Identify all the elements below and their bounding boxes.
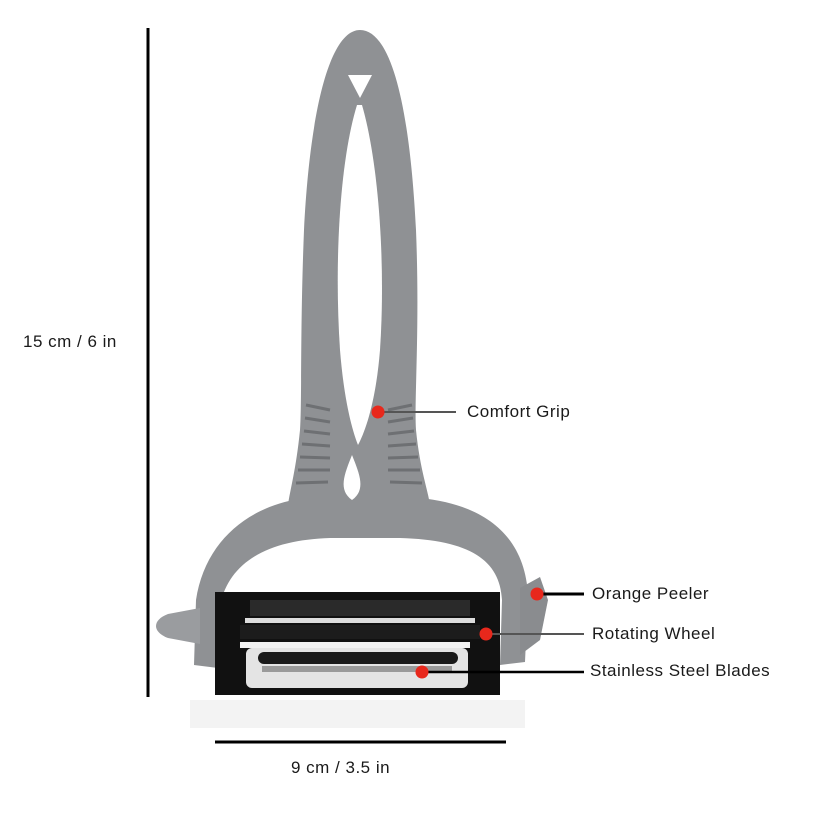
- bracket: [194, 498, 528, 668]
- lower-hole: [343, 455, 361, 500]
- height-label: 15 cm / 6 in: [23, 332, 117, 351]
- reflection: [190, 700, 525, 728]
- orange-peeler-marker: [530, 587, 544, 601]
- comfort-grip-marker: [371, 405, 385, 419]
- orange-peeler-label: Orange Peeler: [592, 584, 710, 603]
- rotating-wheel-bar: [240, 625, 480, 639]
- rotating-wheel-marker: [479, 627, 493, 641]
- comfort-grip-label: Comfort Grip: [467, 402, 571, 421]
- left-nub: [156, 608, 200, 644]
- hanging-hole: [348, 75, 372, 98]
- blades-marker: [415, 665, 429, 679]
- stainless-steel-blades-label: Stainless Steel Blades: [590, 661, 771, 680]
- handle-slot: [337, 105, 382, 445]
- rotating-wheel-label: Rotating Wheel: [592, 624, 716, 643]
- width-label: 9 cm / 3.5 in: [291, 758, 391, 777]
- peeler-illustration: [156, 30, 548, 695]
